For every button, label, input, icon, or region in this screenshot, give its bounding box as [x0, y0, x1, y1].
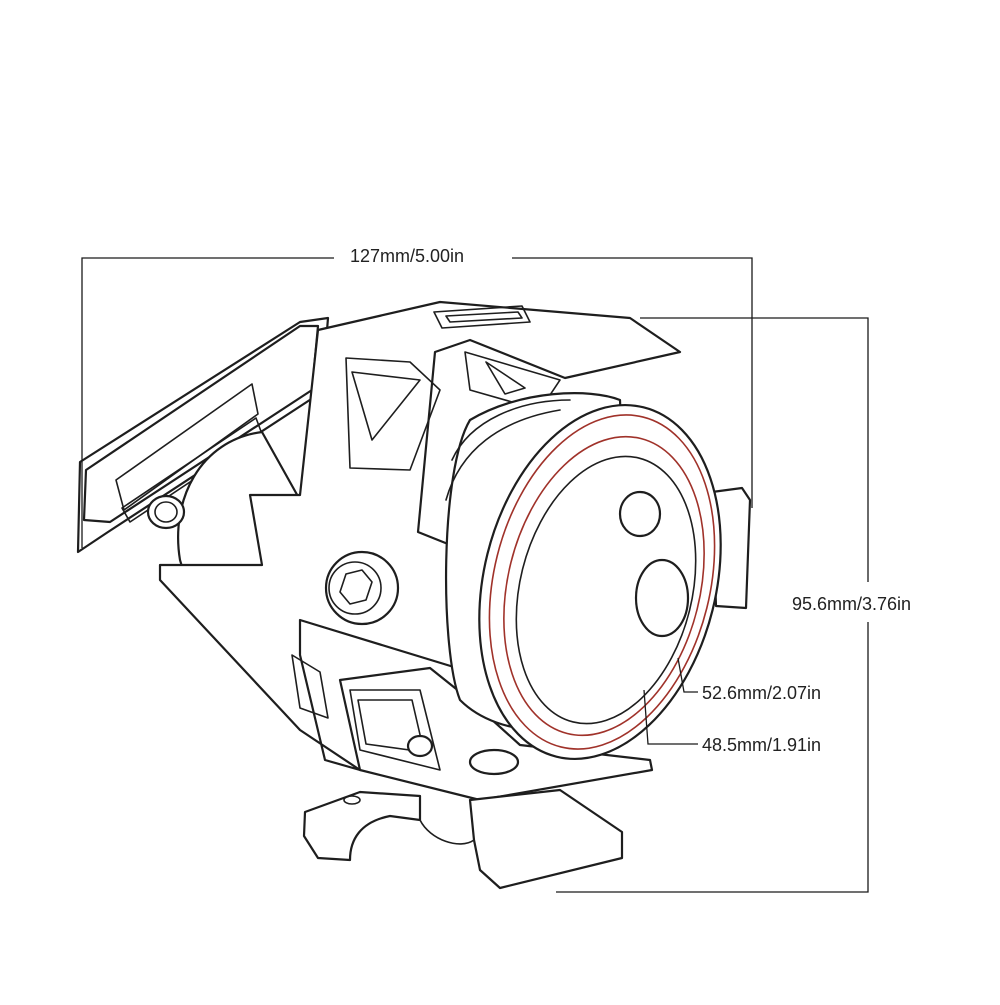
side-plate [158, 300, 682, 772]
inner-ring [503, 435, 705, 737]
outer-ring [488, 414, 716, 750]
lens-face [478, 404, 722, 760]
main-hex-bolt [324, 550, 400, 626]
width-dimension-line [81, 257, 753, 548]
inner-diameter-leader [643, 689, 698, 745]
width-label: 127mm/5.00in [344, 246, 471, 266]
lower-bracket [338, 666, 654, 802]
clamp-base [302, 788, 624, 890]
inner-diameter-label: 48.5mm/1.91in [702, 735, 822, 755]
small-lens [618, 490, 662, 538]
left-bolt [146, 494, 186, 530]
height-dimension-line [556, 317, 869, 893]
height-label: 95.6mm/3.76in [790, 594, 914, 614]
large-lens [634, 558, 690, 638]
outer-diameter-label: 52.6mm/2.07in [702, 683, 822, 703]
outer-diameter-leader [677, 657, 698, 693]
